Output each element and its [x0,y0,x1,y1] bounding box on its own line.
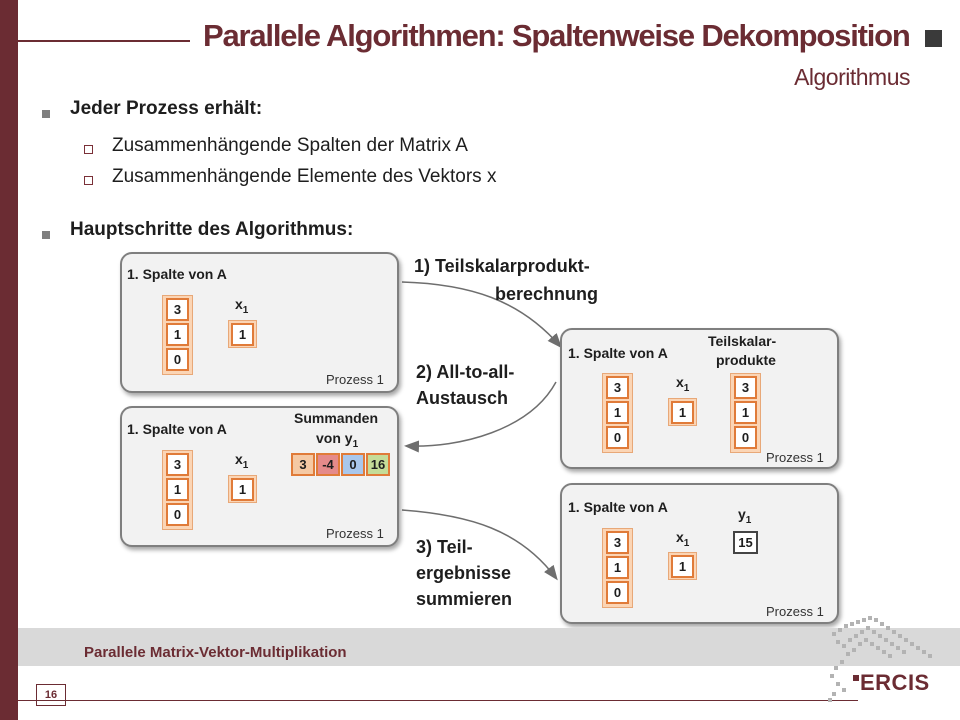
column-cell: 3 [606,531,629,554]
column-label: 1. Spalte von A [127,421,227,437]
arrow-step-3 [401,509,558,581]
process-label: Prozess 1 [326,372,384,387]
process-label: Prozess 1 [766,604,824,619]
column-cell: 1 [166,478,189,501]
partial-product-cell: 0 [734,426,757,449]
slide-subtitle: Algorithmus [794,64,910,90]
bullet-2: Hauptschritte des Algorithmus: [70,219,354,240]
partial-products-label: Teilskalar- [708,333,777,349]
x-label: x1 [235,451,249,471]
x-cell: 1 [671,555,694,578]
step-3-line-2: ergebnisse [416,563,512,583]
step-1-line-1: 1) Teilskalarprodukt- [414,256,590,276]
summands-sub-label: von y1 [316,430,359,450]
column-cell: 0 [606,581,629,604]
sub-bullet-icon [84,176,93,185]
column-cell: 3 [166,298,189,321]
page-number: 16 [36,684,66,706]
partial-products-label: produkte [716,352,776,368]
step-3-line-3: summieren [416,589,513,609]
process-label: Prozess 1 [326,526,384,541]
step-2-line-1: 2) All-to-all- [416,362,515,382]
slide-title: Parallele Algorithmen: Spaltenweise Deko… [203,18,911,53]
summand-cell: 0 [341,453,365,476]
footer-band [18,628,960,666]
column-cell: 1 [166,323,189,346]
bottom-rule [18,700,858,701]
title-square-icon [925,30,942,47]
sub-bullet-1: Zusammenhängende Spalten der Matrix A [112,135,468,156]
sub-bullet-icon [84,145,93,154]
summand-cell: 16 [366,453,390,476]
column-label: 1. Spalte von A [127,266,227,282]
y-label: y1 [738,506,752,526]
sub-bullet-2: Zusammenhängende Elemente des Vektors x [112,166,497,187]
summand-cell: -4 [316,453,340,476]
x-cell: 1 [231,323,254,346]
x-label: x1 [676,374,690,394]
bullet-1: Jeder Prozess erhält: [70,98,263,119]
column-cell: 3 [166,453,189,476]
column-label: 1. Spalte von A [568,499,668,515]
ercis-logo: ERCIS [860,670,930,695]
column-cell: 0 [166,503,189,526]
column-label: 1. Spalte von A [568,345,668,361]
x-label: x1 [676,529,690,549]
column-cell: 1 [606,401,629,424]
partial-product-cell: 3 [734,376,757,399]
footer-title: Parallele Matrix-Vektor-Multiplikation [84,644,347,661]
summand-cell: 3 [291,453,315,476]
x-label: x1 [235,296,249,316]
left-accent-bar [0,0,18,720]
column-cell: 1 [606,556,629,579]
x-cell: 1 [231,478,254,501]
x-cell: 1 [671,401,694,424]
column-cell: 0 [606,426,629,449]
arrow-step-1 [401,281,562,349]
arrow-step-2 [404,381,557,453]
title-rule [18,40,190,42]
process-label: Prozess 1 [766,450,824,465]
bullet-square-icon [42,110,50,118]
step-2-line-2: Austausch [416,388,509,408]
column-cell: 0 [166,348,189,371]
europe-map-icon [828,616,932,702]
summands-label: Summanden [294,410,379,426]
partial-product-cell: 1 [734,401,757,424]
step-1-line-2: berechnung [495,284,599,304]
column-cell: 3 [606,376,629,399]
step-3-line-1: 3) Teil- [416,537,473,557]
y-cell: 15 [733,531,758,554]
bullet-square-icon [42,231,50,239]
